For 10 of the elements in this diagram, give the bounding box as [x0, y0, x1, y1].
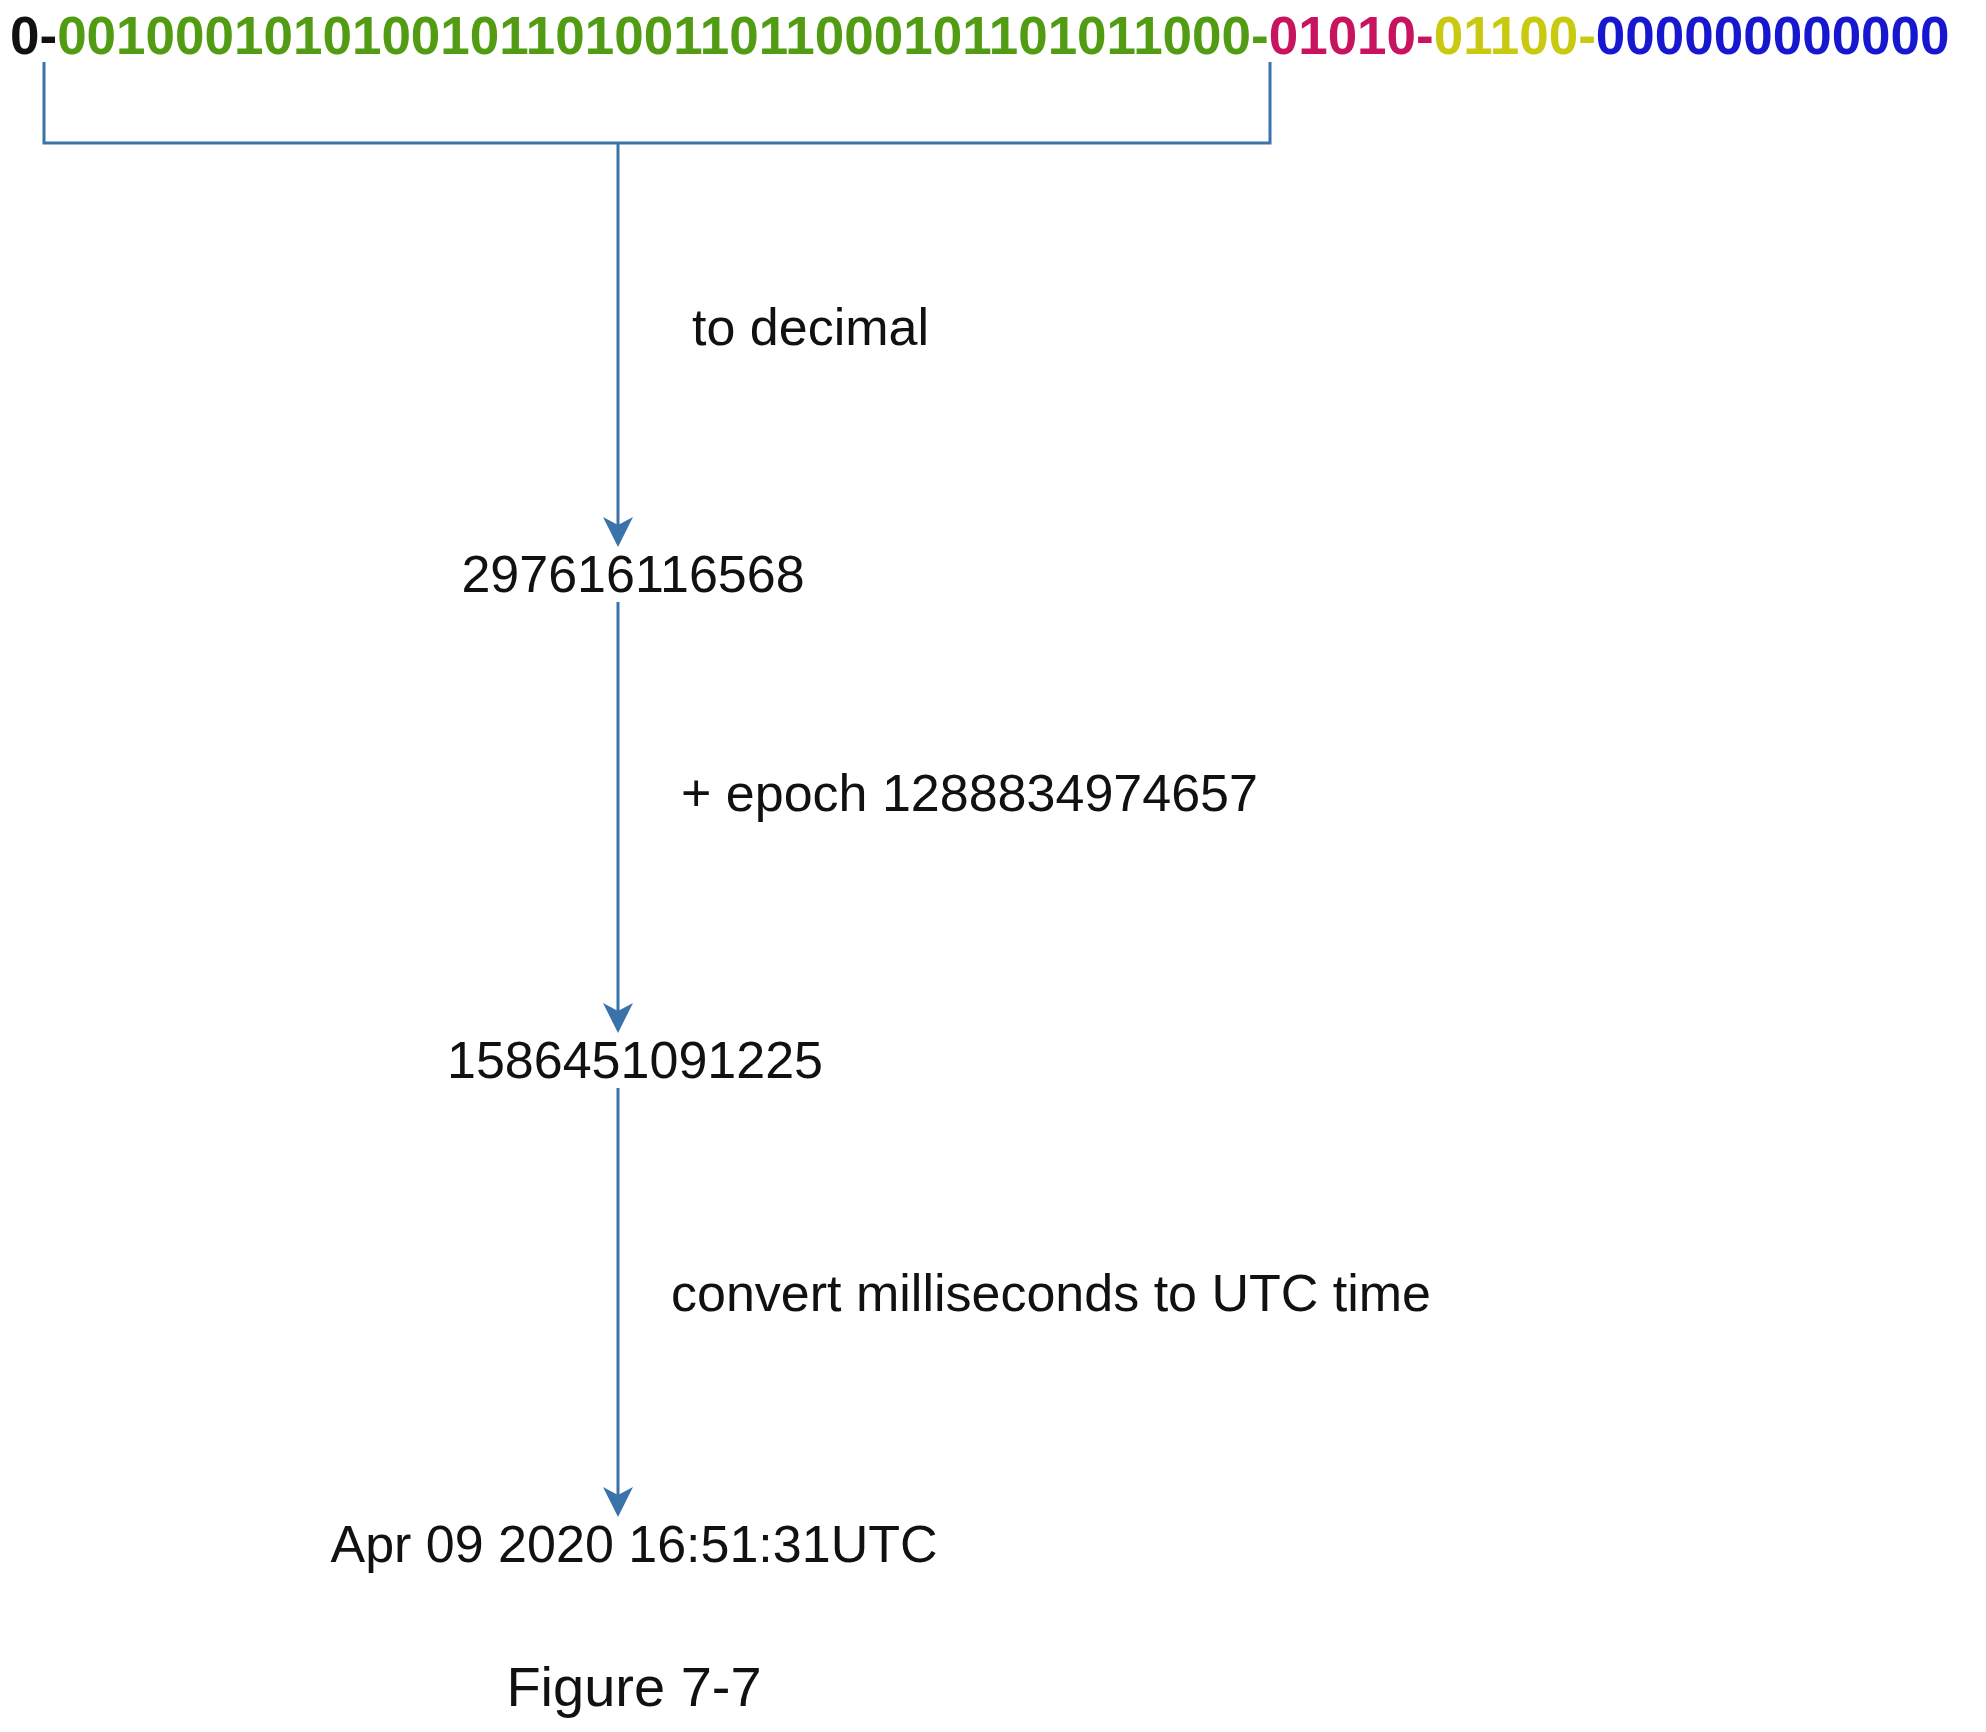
- arrow: [603, 1088, 633, 1517]
- binary-digits: 01100-: [1433, 6, 1596, 65]
- bracket-arrow: [42, 60, 1272, 547]
- binary-digits: 000000000000: [1595, 6, 1950, 65]
- arrow: [603, 602, 633, 1033]
- binary-digits: 01010-: [1268, 6, 1434, 65]
- number-text: 1586451091225: [447, 1034, 823, 1086]
- binary-digits: 00100010101001011010011011000101101011000-: [57, 6, 1269, 65]
- number-text: 297616116568: [461, 548, 805, 600]
- binary-digits: 0-: [10, 6, 58, 65]
